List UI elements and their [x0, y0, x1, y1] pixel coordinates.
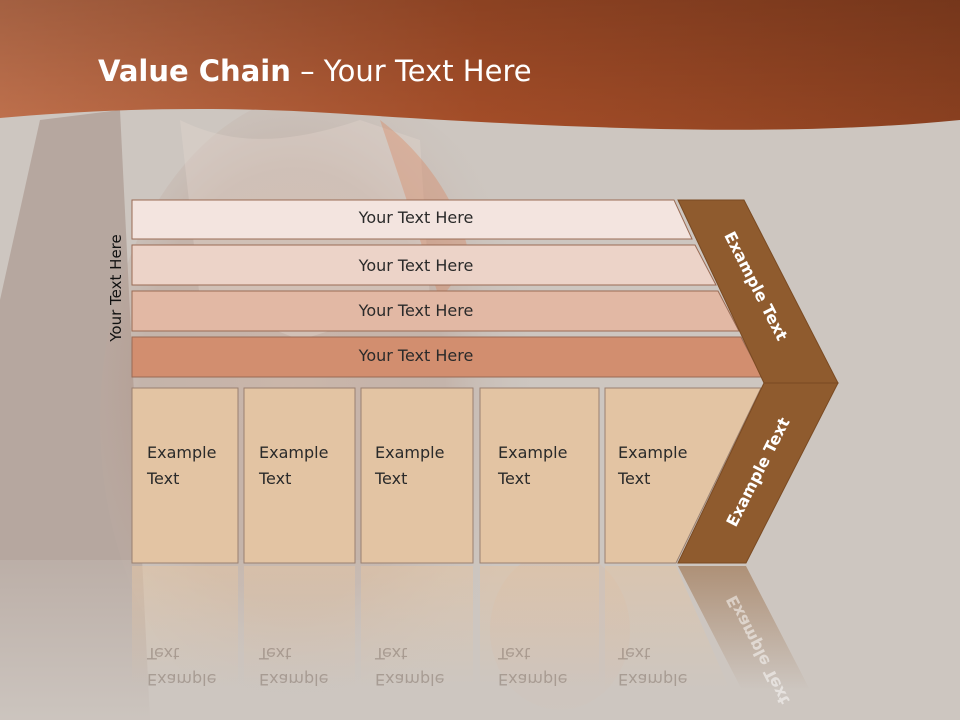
row-bar-2	[131, 244, 717, 286]
column-box-5	[604, 387, 762, 564]
column-box-1	[131, 387, 239, 564]
slide-title: Value Chain – Your Text Here	[98, 54, 532, 88]
title-bold: Value Chain	[98, 54, 291, 88]
row-label-4: Your Text Here	[358, 346, 474, 365]
side-label: Your Text Here	[107, 234, 125, 342]
row-label-3: Your Text Here	[358, 301, 474, 320]
row-bar-3	[131, 290, 740, 332]
column-box-4	[479, 387, 600, 564]
title-rest: – Your Text Here	[290, 54, 532, 88]
row-label-1: Your Text Here	[358, 208, 474, 227]
chevron-bottom	[677, 382, 839, 564]
column-box-2	[243, 387, 356, 564]
column-box-3	[360, 387, 474, 564]
row-bar-1	[131, 199, 693, 240]
row-label-2: Your Text Here	[358, 256, 474, 275]
